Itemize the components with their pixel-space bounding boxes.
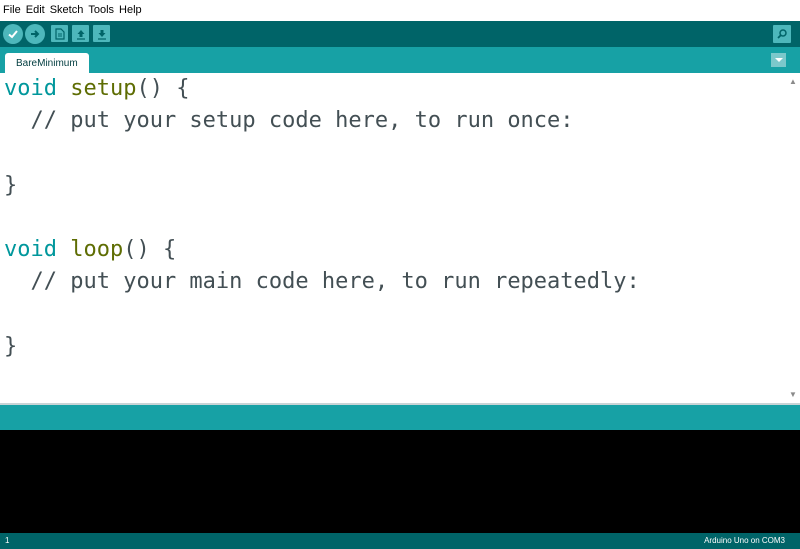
save-button[interactable] [93, 25, 110, 42]
code-line: } [0, 331, 786, 363]
status-bar: 1 Arduino Uno on COM3 [0, 533, 800, 549]
board-port-label: Arduino Uno on COM3 [704, 536, 785, 545]
line-number: 1 [5, 536, 10, 545]
code-line: // put your setup code here, to run once… [0, 105, 786, 137]
keyword: void [4, 236, 57, 262]
new-button[interactable] [51, 25, 68, 42]
chevron-down-icon [774, 58, 783, 62]
tab-bareminimum[interactable]: BareMinimum [5, 53, 89, 73]
menu-tools[interactable]: Tools [88, 4, 115, 16]
arrow-down-icon [97, 29, 106, 40]
function-name: loop [70, 236, 124, 262]
menu-sketch[interactable]: Sketch [49, 4, 84, 16]
code-text: () { [136, 76, 190, 101]
code-line: } [0, 170, 786, 202]
code-text: } [4, 333, 18, 359]
code-text: () { [123, 236, 177, 262]
code-line: void loop() { [0, 234, 786, 266]
keyword: void [4, 76, 57, 101]
code-text: void setup() { // put your setup code he… [0, 73, 786, 363]
code-line [0, 298, 786, 330]
scroll-down-icon[interactable]: ▼ [789, 390, 797, 399]
message-area [0, 405, 800, 430]
function-name: setup [70, 76, 137, 101]
upload-button[interactable] [25, 24, 45, 44]
menu-edit[interactable]: Edit [25, 4, 45, 16]
code-comment: // put your main code here, to run repea… [4, 269, 640, 295]
splitter[interactable] [0, 403, 800, 405]
editor-scrollbar[interactable]: ▲ ▼ [786, 73, 800, 403]
code-line: void setup() { [0, 73, 786, 105]
verify-button[interactable] [3, 24, 23, 44]
console-output[interactable] [0, 430, 800, 533]
code-line [0, 202, 786, 234]
menu-bar: File Edit Sketch Tools Help [0, 0, 800, 21]
serial-monitor-button[interactable] [773, 25, 791, 43]
code-line: // put your main code here, to run repea… [0, 266, 786, 298]
tab-menu-button[interactable] [771, 53, 786, 67]
code-text: } [4, 172, 18, 198]
scroll-up-icon[interactable]: ▲ [789, 77, 797, 86]
menu-help[interactable]: Help [119, 4, 142, 16]
open-button[interactable] [72, 25, 89, 42]
arrow-right-icon [31, 30, 40, 38]
magnifier-icon [777, 29, 787, 39]
code-line [0, 137, 786, 169]
code-comment: // put your setup code here, to run once… [4, 108, 574, 134]
check-icon [8, 30, 18, 39]
arrow-up-icon [76, 29, 85, 40]
tab-bar: BareMinimum [0, 47, 800, 73]
code-editor[interactable]: void setup() { // put your setup code he… [0, 73, 786, 403]
toolbar [0, 21, 800, 47]
new-file-icon [54, 27, 65, 40]
menu-file[interactable]: File [3, 4, 21, 16]
